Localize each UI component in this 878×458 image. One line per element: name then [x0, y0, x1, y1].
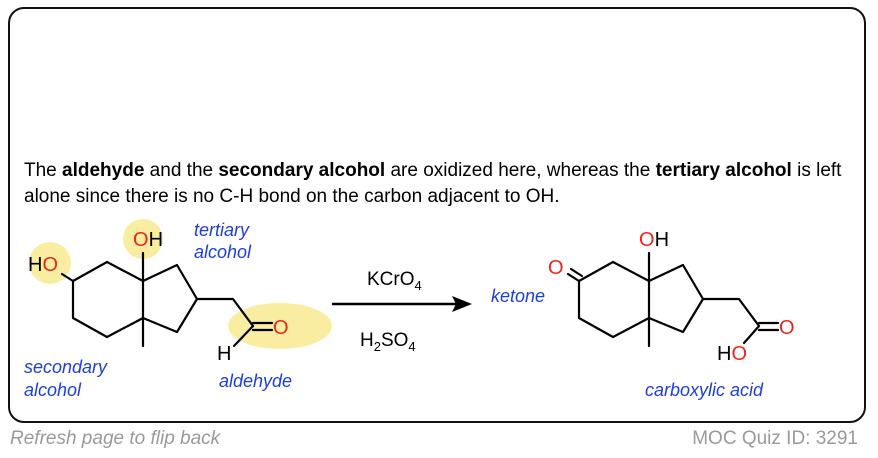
reactant-molecule: HO OH O H tertiary alcohol secondary alc… — [24, 219, 332, 400]
highlight-secondary-oh — [29, 242, 71, 284]
reaction-arrow-group: KCrO4 H2SO4 — [332, 269, 472, 354]
label-secondary-2: alcohol — [24, 380, 82, 400]
product-molecule: O OH O HO ketone carboxylic acid — [491, 229, 795, 400]
atom-o-secondary-text: O — [42, 254, 58, 276]
atom-o-ketone: O — [548, 257, 564, 279]
term-secondary-alcohol: secondary alcohol — [218, 160, 386, 181]
reaction-arrow-head — [452, 296, 472, 312]
explanation-text: The aldehyde and the secondary alcohol a… — [24, 160, 842, 207]
atom-o-acid-carbonyl: O — [779, 317, 795, 339]
atom-o-aldehyde: O — [273, 317, 289, 339]
label-carboxylic-acid: carboxylic acid — [645, 380, 764, 400]
label-tertiary: tertiary — [194, 220, 250, 240]
label-ketone: ketone — [491, 286, 545, 306]
label-tertiary-2: alcohol — [194, 242, 252, 262]
product-bonds — [566, 251, 780, 348]
atom-oh-tertiary: OH — [133, 229, 163, 251]
atom-h-secondary-text: H — [28, 254, 42, 276]
refresh-hint: Refresh page to flip back — [10, 428, 221, 449]
label-aldehyde: aldehyde — [219, 371, 292, 391]
label-secondary: secondary — [24, 357, 108, 377]
reagent-top: KCrO4 — [367, 269, 422, 293]
term-tertiary-alcohol: tertiary alcohol — [655, 160, 792, 181]
reagent-bottom: H2SO4 — [360, 330, 416, 354]
quiz-id: MOC Quiz ID: 3291 — [692, 428, 858, 449]
quiz-card — [8, 7, 866, 423]
atom-h-secondary: HO — [28, 254, 58, 276]
atom-h-aldehyde: H — [217, 343, 231, 365]
highlight-aldehyde — [228, 303, 332, 349]
reactant-bonds — [60, 251, 274, 348]
highlight-tertiary-oh — [123, 219, 163, 259]
atom-ho-acid: HO — [717, 343, 747, 365]
term-aldehyde: aldehyde — [62, 160, 145, 181]
atom-oh-tertiary-product: OH — [639, 229, 669, 251]
